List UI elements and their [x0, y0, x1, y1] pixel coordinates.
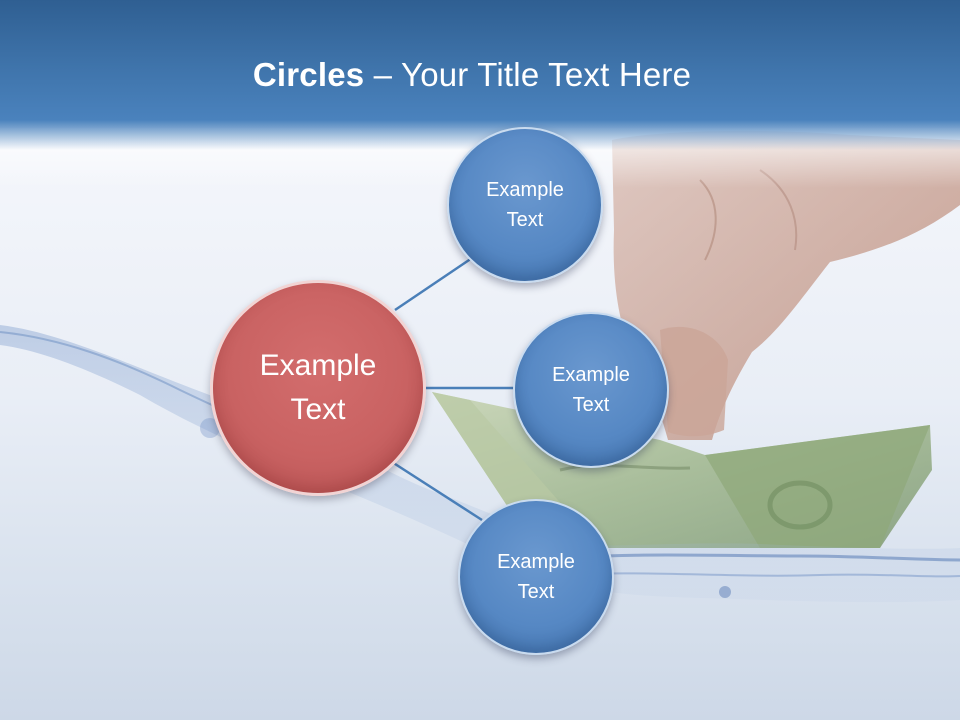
slide-title[interactable]: Circles – Your Title Text Here	[0, 52, 944, 98]
title-band	[0, 0, 960, 150]
satellite-circle-bottom[interactable]: Example Text	[458, 499, 614, 655]
satellite-circle-line1: Example	[497, 551, 575, 573]
satellite-circle-line1: Example	[552, 364, 630, 386]
connector-line	[394, 254, 476, 312]
satellite-circle-line1: Example	[486, 179, 564, 201]
main-circle-line2: Text	[290, 393, 346, 426]
satellite-circle-top[interactable]: Example Text	[447, 127, 603, 283]
satellite-circle-middle[interactable]: Example Text	[513, 312, 669, 468]
satellite-circle-line2: Text	[506, 209, 544, 231]
connector-line	[391, 460, 483, 522]
title-rest-text: – Your Title Text Here	[364, 56, 692, 93]
main-circle[interactable]: Example Text	[210, 280, 426, 496]
satellite-circle-line2: Text	[572, 394, 610, 416]
main-circle-line1: Example	[259, 349, 377, 382]
title-bold-text: Circles	[252, 56, 365, 93]
satellite-circle-line2: Text	[517, 581, 555, 603]
